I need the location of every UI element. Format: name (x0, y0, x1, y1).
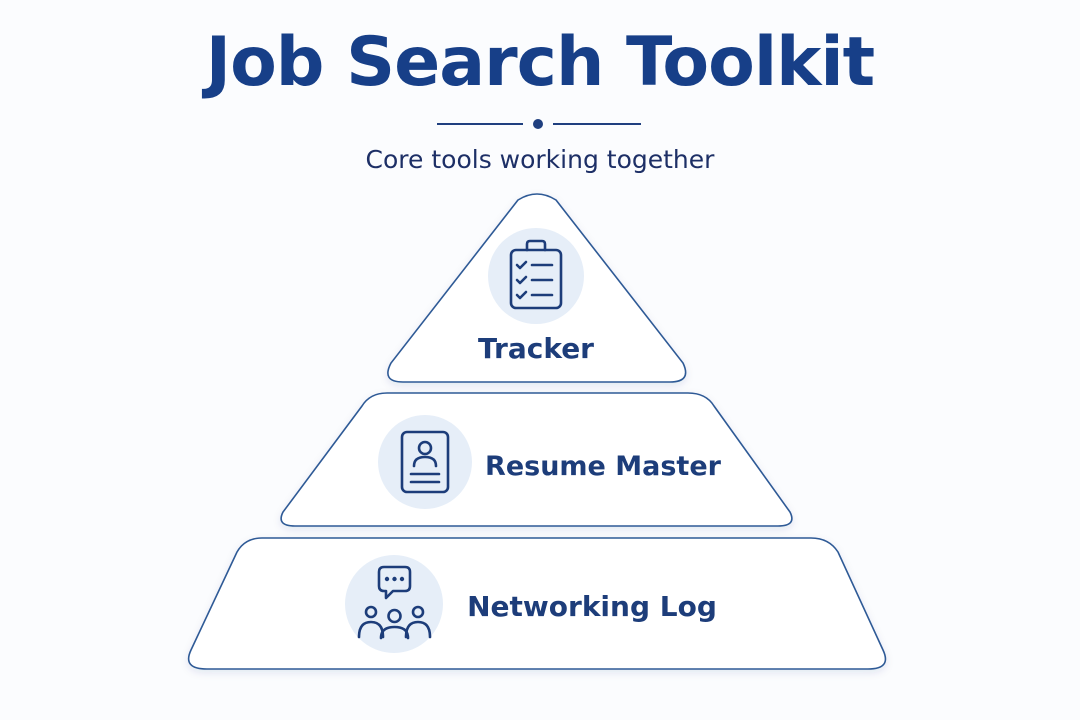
page-title: Job Search Toolkit (205, 23, 875, 102)
tier-label-tracker: Tracker (478, 332, 594, 365)
clipboard-checklist-icon (509, 239, 563, 310)
title-divider (437, 119, 641, 129)
page-subtitle: Core tools working together (365, 145, 715, 174)
tracker-icon-circle (488, 228, 584, 324)
tier-label-networking-log: Networking Log (467, 590, 717, 623)
resume-document-icon (400, 430, 450, 494)
pyramid-tier-resume-master: Resume Master (280, 392, 793, 527)
networking-icon-circle (345, 555, 443, 653)
pyramid-tier-tracker: Tracker (387, 193, 687, 383)
people-chat-icon (357, 565, 432, 640)
pyramid-tier-networking-log: Networking Log (187, 537, 887, 670)
tier-label-resume-master: Resume Master (485, 451, 722, 482)
resume-icon-circle (378, 415, 472, 509)
